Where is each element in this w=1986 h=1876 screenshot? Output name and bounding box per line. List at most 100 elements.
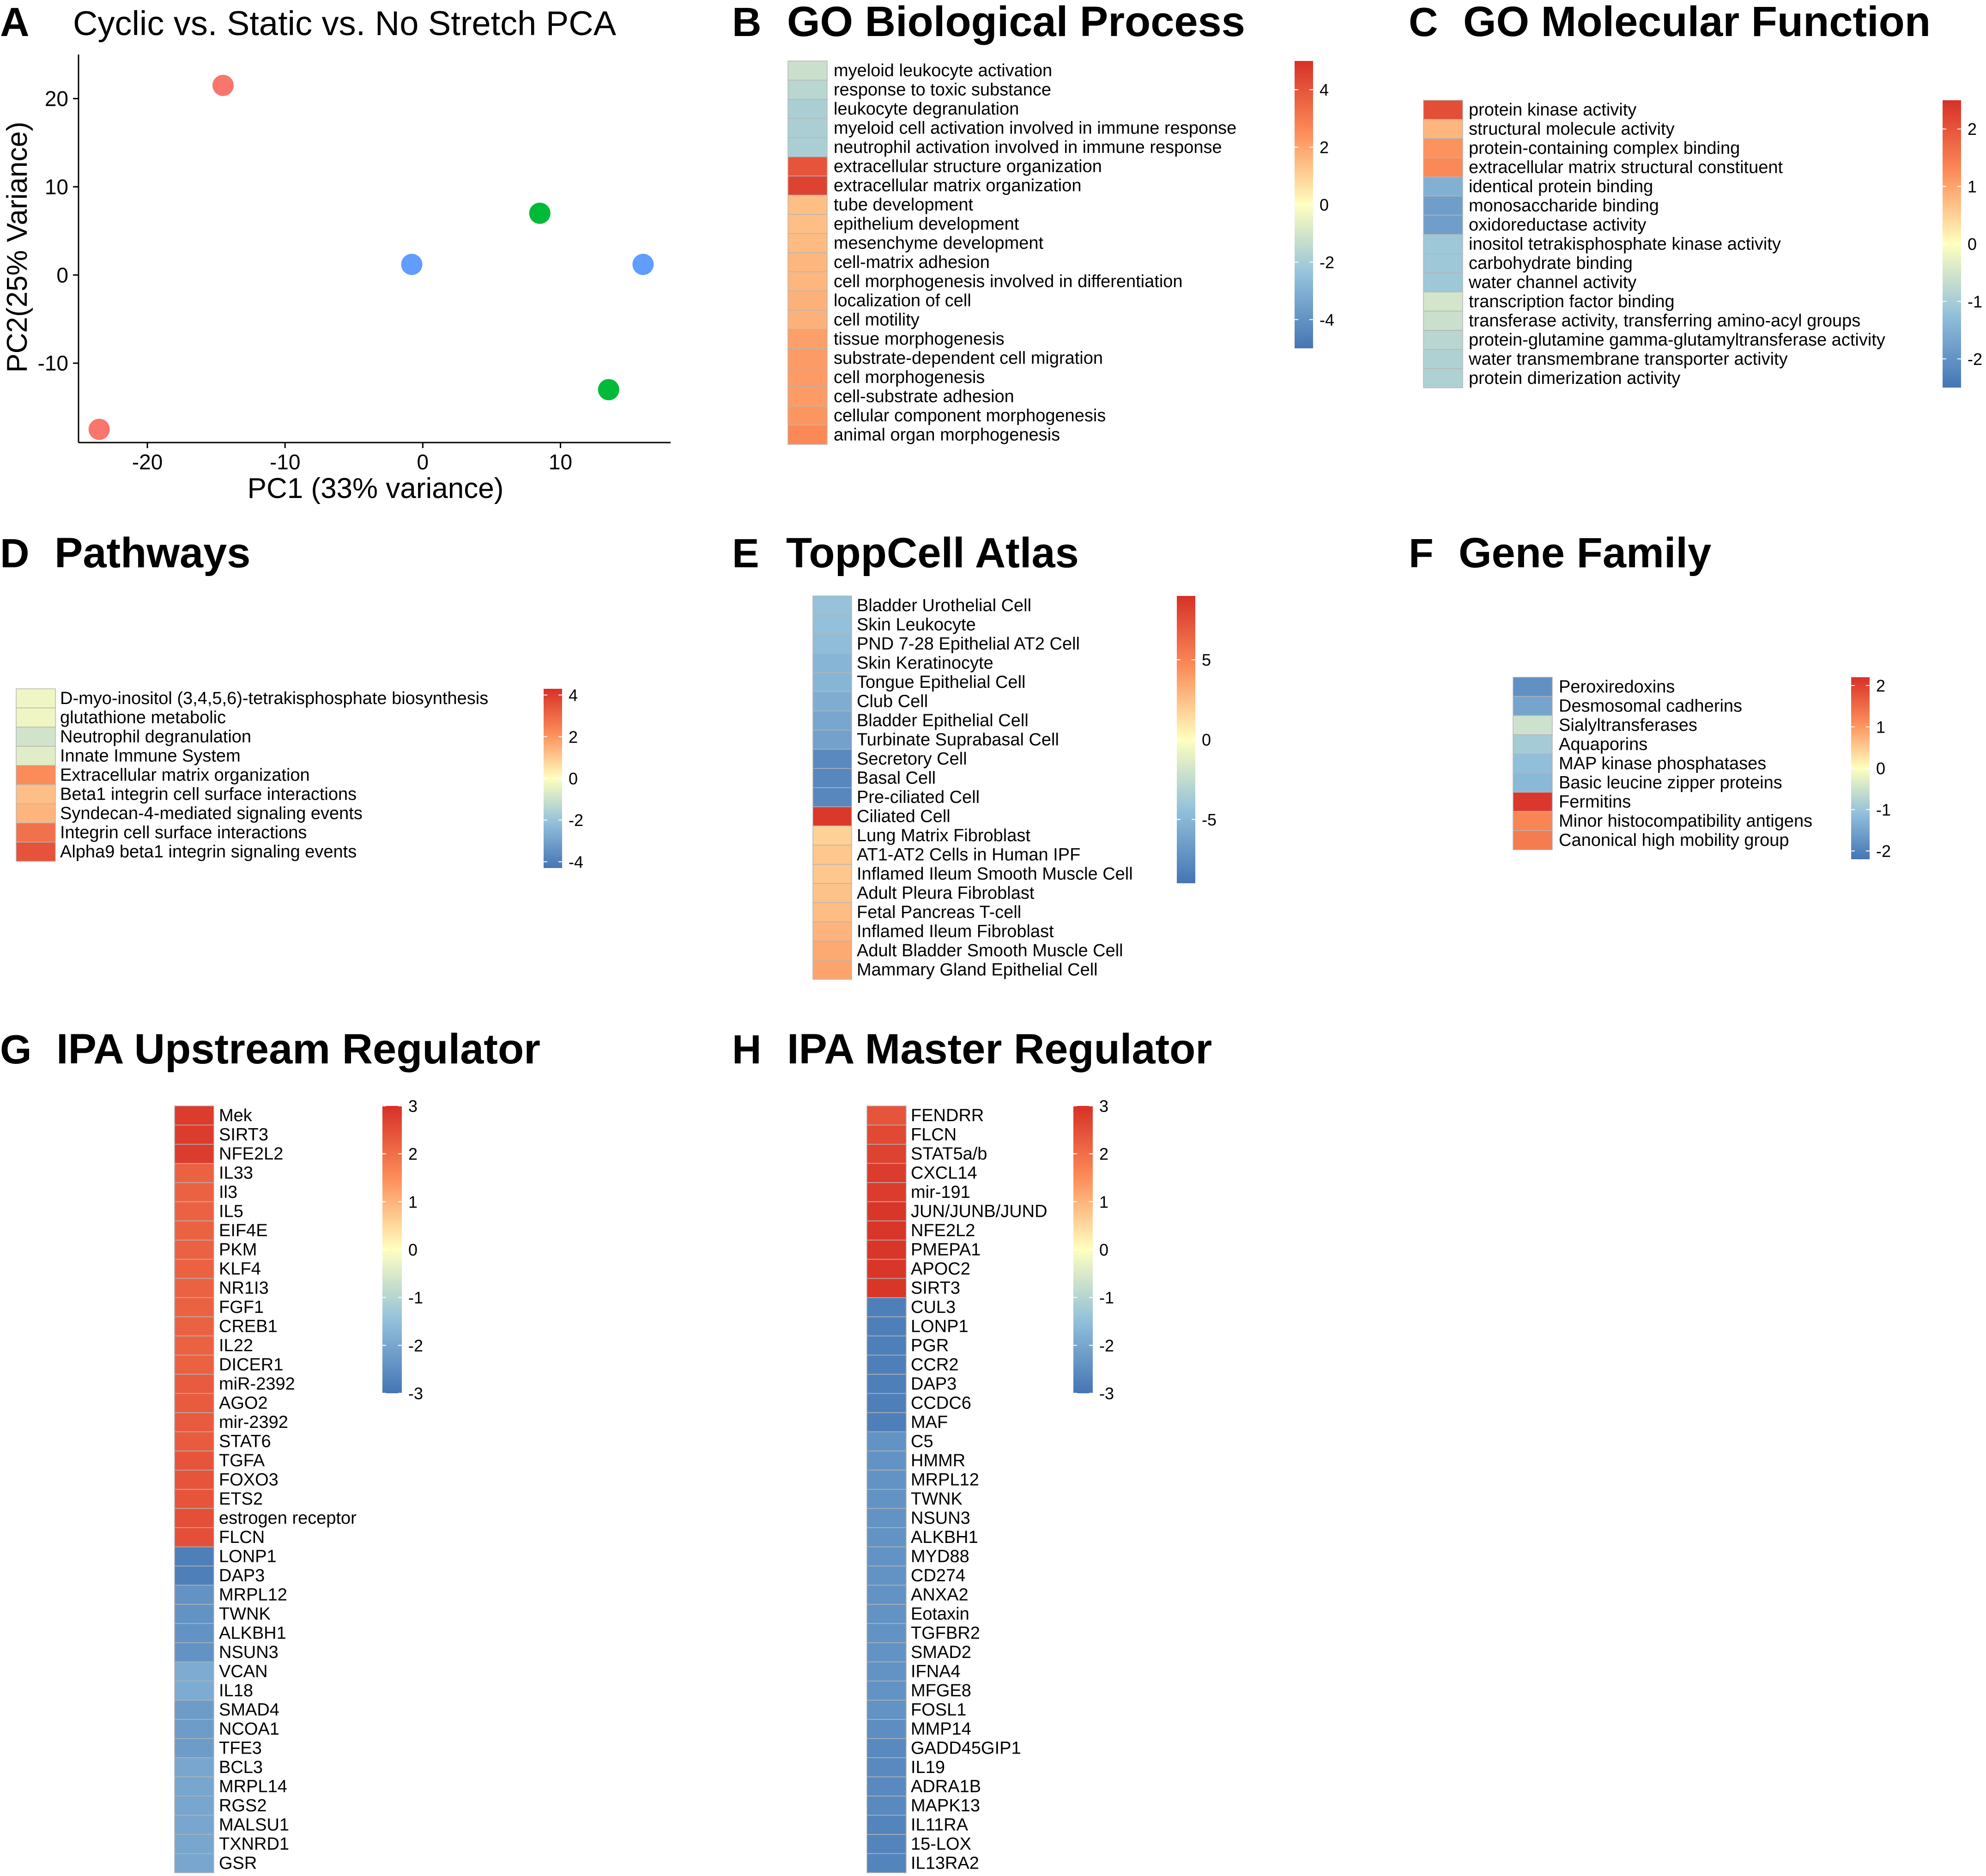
panel-a-point <box>598 379 619 401</box>
panel-g-cell <box>174 1431 214 1451</box>
panel-d-title: Pathways <box>54 529 250 577</box>
panel-f-cell <box>1513 677 1553 697</box>
panel-g-row-label: FGF1 <box>219 1298 264 1317</box>
panel-a: A Cyclic vs. Static vs. No Stretch PCA -… <box>0 0 671 504</box>
panel-c-row-label: inositol tetrakisphosphate kinase activi… <box>1469 235 1781 254</box>
panel-g-cell <box>174 1163 214 1183</box>
panel-g-row-label: TGFA <box>219 1451 265 1470</box>
panel-h-cell <box>866 1259 907 1279</box>
panel-c: C GO Molecular Function protein kinase a… <box>1409 0 1982 389</box>
panel-f-colorbar-label: -2 <box>1876 842 1891 861</box>
panel-h-row-label: LONP1 <box>911 1317 969 1336</box>
panel-h-row-label: IL19 <box>911 1758 945 1777</box>
panel-g-colorbar-label: 0 <box>408 1240 418 1259</box>
panel-g-row-label: KLF4 <box>219 1259 261 1279</box>
panel-g-row-label: TWNK <box>219 1604 271 1624</box>
panel-g-cell <box>174 1700 214 1720</box>
panel-f-cell <box>1513 715 1553 735</box>
panel-f-cell <box>1513 753 1553 774</box>
panel-g-cell <box>174 1412 214 1433</box>
panel-g-cell <box>174 1451 214 1471</box>
panel-a-letter: A <box>0 0 30 45</box>
panel-b-cell <box>787 386 828 407</box>
panel-d-cell <box>16 746 56 766</box>
panel-g-cell <box>174 1776 214 1797</box>
panel-d-letter: D <box>0 530 30 576</box>
panel-g-row-label: VCAN <box>219 1662 268 1682</box>
panel-b-cell <box>787 329 828 349</box>
panel-a-y-tick-label: 10 <box>45 175 68 199</box>
panel-c-row-label: transcription factor binding <box>1469 292 1675 311</box>
panel-g-cell <box>174 1527 214 1548</box>
panel-e-letter: E <box>732 530 759 576</box>
panel-h-cell <box>866 1412 907 1433</box>
panel-h-cell <box>866 1738 907 1758</box>
panel-e-colorbar-label: -5 <box>1202 810 1217 829</box>
panel-g-row-label: PKM <box>219 1240 257 1260</box>
panel-d-cell <box>16 688 56 709</box>
panel-b: B GO Biological Process myeloid leukocyt… <box>732 0 1334 445</box>
panel-g: G IPA Upstream Regulator MekSIRT3NFE2L2I… <box>0 1026 540 1873</box>
panel-c-row-label: water transmembrane transporter activity <box>1468 350 1788 369</box>
panel-g-cell <box>174 1642 214 1663</box>
panel-g-cell <box>174 1796 214 1816</box>
panel-g-row-label: Mek <box>219 1106 253 1125</box>
panel-b-cell <box>787 137 828 158</box>
panel-c-row-label: carbohydrate binding <box>1469 254 1633 273</box>
panel-g-row-label: GSR <box>219 1854 257 1873</box>
panel-b-cell <box>787 252 828 273</box>
panel-f-row-label: Basic leucine zipper proteins <box>1559 773 1782 793</box>
panel-h-cell <box>866 1853 907 1873</box>
panel-g-title: IPA Upstream Regulator <box>56 1026 540 1073</box>
panel-b-letter: B <box>732 0 762 45</box>
panel-g-row-label: IL18 <box>219 1681 253 1700</box>
panel-h-cell <box>866 1297 907 1317</box>
panel-h-cell <box>866 1834 907 1854</box>
panel-h-cell <box>866 1719 907 1739</box>
panel-f-title: Gene Family <box>1459 529 1711 577</box>
panel-d-cell <box>16 707 56 728</box>
panel-g-row-label: EIF4E <box>219 1221 268 1240</box>
panel-c-colorbar-label: -1 <box>1968 292 1982 311</box>
panel-g-row-label: AGO2 <box>219 1394 268 1413</box>
panel-g-cell <box>174 1393 214 1413</box>
panel-g-cell <box>174 1354 214 1375</box>
panel-g-cell <box>174 1124 214 1145</box>
panel-h-cell <box>866 1566 907 1586</box>
panel-e-colorbar-label: 0 <box>1202 730 1211 749</box>
panel-b-row-label: cell-substrate adhesion <box>834 387 1014 407</box>
panel-g-row-label: BCL3 <box>219 1758 263 1777</box>
panel-e-row-label: Inflamed Ileum Smooth Muscle Cell <box>857 864 1133 884</box>
panel-b-row-label: extracellular matrix organization <box>834 176 1081 195</box>
panel-b-cell <box>787 214 828 234</box>
panel-e-cell <box>812 729 852 750</box>
panel-d-cell <box>16 822 56 843</box>
panel-h-cell <box>866 1374 907 1394</box>
panel-e-row-label: Skin Leukocyte <box>857 615 976 635</box>
panel-h-row-label: CXCL14 <box>911 1164 977 1183</box>
panel-c-colorbar-label: 2 <box>1968 120 1977 139</box>
panel-g-cell <box>174 1853 214 1873</box>
panel-b-cell <box>787 156 828 176</box>
panel-e-row-label: Turbinate Suprabasal Cell <box>857 730 1059 750</box>
panel-h-cell <box>866 1163 907 1183</box>
panel-h-cell <box>866 1642 907 1663</box>
panel-f-colorbar-label: -1 <box>1876 801 1891 820</box>
panel-b-row-label: myeloid leukocyte activation <box>834 61 1052 80</box>
panel-h-cell <box>866 1527 907 1548</box>
panel-h-cell <box>866 1451 907 1471</box>
panel-b-row-label: epithelium development <box>834 214 1019 234</box>
panel-a-y-tick-label: 0 <box>56 263 68 287</box>
panel-c-cell <box>1423 100 1463 120</box>
panel-g-cell <box>174 1239 214 1260</box>
panel-g-heatmap: MekSIRT3NFE2L2IL33Il3IL5EIF4EPKMKLF4NR1I… <box>174 1097 423 1873</box>
panel-h-row-label: MAF <box>911 1413 948 1432</box>
panel-g-cell <box>174 1316 214 1336</box>
panel-e-cell <box>812 883 852 903</box>
panel-g-cell <box>174 1604 214 1624</box>
panel-g-row-label: MRPL12 <box>219 1585 287 1605</box>
panel-e-cell <box>812 864 852 884</box>
panel-h-row-label: TGFBR2 <box>911 1624 980 1643</box>
panel-b-colorbar-label: 0 <box>1320 195 1329 214</box>
